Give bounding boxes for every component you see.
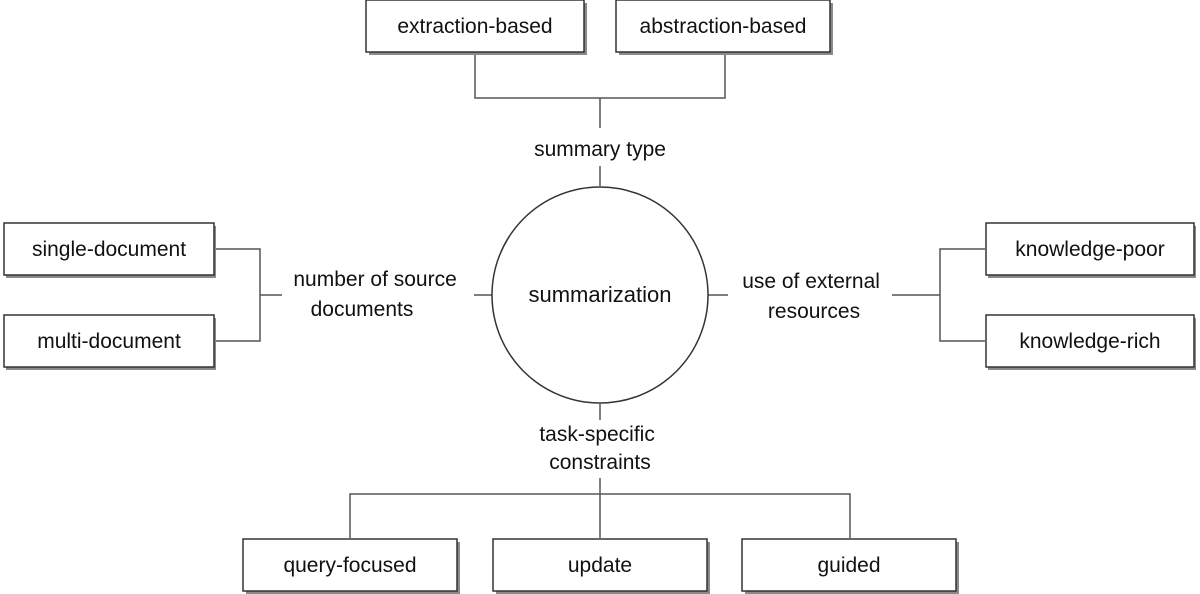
option-label: query-focused [283, 554, 416, 577]
option-box-knowledge-rich: knowledge-rich [985, 314, 1196, 370]
dimension-summary-type: summary type [534, 138, 666, 161]
connector-bottom-options [349, 493, 851, 538]
option-box-knowledge-poor: knowledge-poor [985, 222, 1196, 278]
option-label: single-document [32, 238, 186, 261]
dimension-number-of-source-documents: number of source documents [293, 268, 462, 321]
option-label: extraction-based [397, 15, 552, 38]
dimension-line-2: resources [768, 300, 860, 323]
dimension-line-2: constraints [549, 451, 651, 474]
dimension-task-specific-constraints: task-specific constraints [539, 423, 660, 474]
option-label: abstraction-based [640, 15, 807, 38]
dimension-line-1: task-specific [539, 423, 655, 446]
center-label: summarization [528, 282, 671, 307]
connector-top-options [474, 53, 726, 99]
option-box-multi-document: multi-document [3, 314, 216, 370]
option-label: update [568, 554, 632, 577]
option-box-single-document: single-document [3, 222, 216, 278]
connectors [215, 53, 985, 538]
option-box-query-focused: query-focused [242, 538, 460, 594]
option-label: guided [817, 554, 880, 577]
dimension-line-2: documents [311, 298, 414, 321]
option-label: knowledge-rich [1019, 330, 1160, 353]
option-label: multi-document [37, 330, 181, 353]
connector-left-options [215, 248, 261, 342]
connector-right-options [939, 248, 985, 342]
option-box-update: update [492, 538, 710, 594]
option-box-guided: guided [741, 538, 959, 594]
dimension-line-1: number of source [293, 268, 456, 291]
center-circle [491, 186, 709, 404]
dimension-use-of-external-resources: use of external resources [742, 270, 886, 323]
dimension-line-1: use of external [742, 270, 880, 293]
option-box-extraction-based: extraction-based [365, 0, 587, 55]
option-box-abstraction-based: abstraction-based [615, 0, 833, 55]
option-label: knowledge-poor [1015, 238, 1164, 261]
